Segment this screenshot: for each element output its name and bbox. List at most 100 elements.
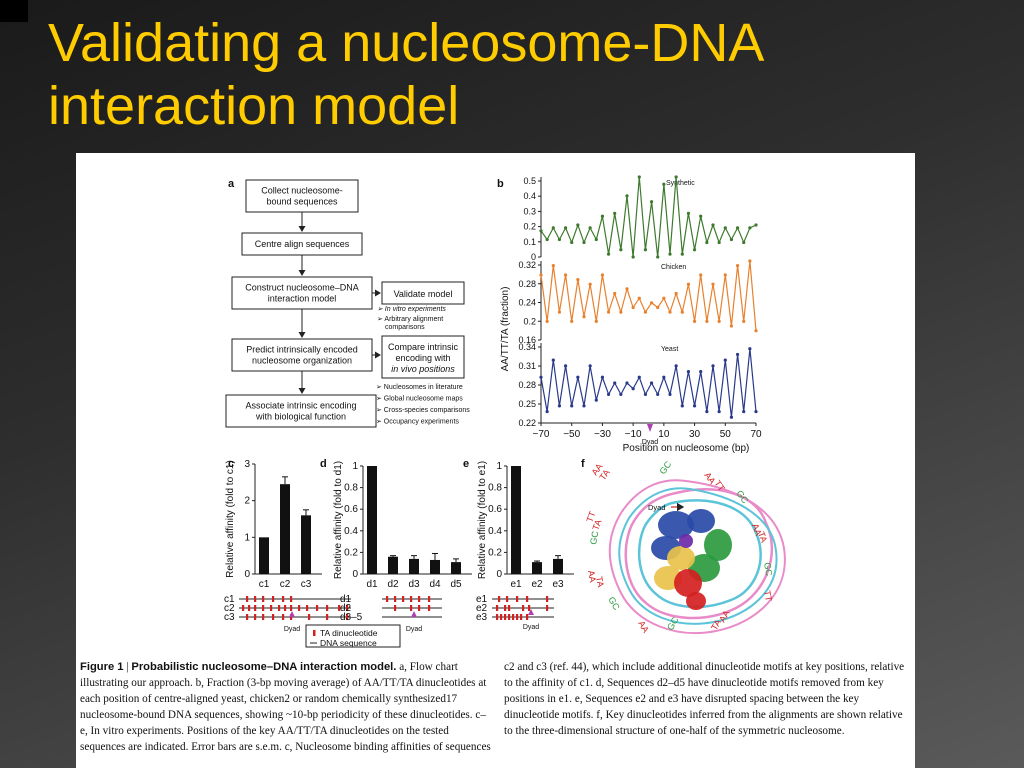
panel-d-tick-label: 0.2	[344, 547, 358, 558]
caption-left: Figure 1 | Probabilistic nucleosome–DNA …	[80, 659, 492, 755]
panel-b-dyad-label: Dyad	[642, 439, 658, 446]
yeast-point	[735, 352, 740, 357]
panel-f-motif-label: TA	[756, 530, 769, 544]
compare-box-line-2: encoding with	[395, 353, 450, 363]
chicken-tick-label: 0.32	[518, 260, 536, 270]
synthetic-point	[754, 223, 758, 227]
seq-ta-mark-e	[504, 614, 507, 620]
seq-ta-mark-e	[498, 596, 501, 602]
compare-bullet-4: ➢ Occupancy experiments	[376, 419, 459, 426]
panel-f-motif-label: TT	[584, 509, 597, 523]
panel-c-tick-label: 3	[244, 459, 250, 470]
yeast-tick-label: 0.25	[518, 399, 536, 409]
panel-b-x-tick-label: 30	[689, 429, 701, 440]
legend-ta-swatch	[313, 630, 316, 636]
synthetic-point	[563, 226, 568, 230]
synthetic-point	[576, 223, 580, 227]
panel-f-motif-label: AA	[750, 522, 764, 537]
panel-f-motif-label: AA	[586, 570, 598, 584]
synthetic-point	[680, 252, 684, 256]
synthetic-point	[631, 255, 635, 259]
validate-bullet-2: ➢ Arbitrary alignment	[377, 316, 443, 323]
flow-step-3-label: Construct nucleosome–DNA	[245, 283, 359, 293]
seq-ta-mark-e	[508, 614, 511, 620]
title-line-1: Validating a nucleosome-DNA	[48, 13, 765, 73]
histone-core-part	[686, 592, 706, 610]
panel-f-motif-label: TA	[709, 618, 723, 632]
chicken-point	[539, 273, 543, 277]
chicken-point	[570, 319, 574, 324]
dna-strand-pink	[624, 488, 774, 620]
seq-ta-mark-c	[290, 605, 293, 611]
chicken-point	[613, 291, 617, 296]
panel-e-bar-e1	[511, 466, 521, 574]
seq-ta-mark-c	[298, 605, 301, 611]
flow-step-1-label: Collect nucleosome-	[261, 186, 343, 196]
yeast-point	[637, 375, 641, 379]
panel-e-tick-label: 0.4	[488, 526, 502, 537]
panel-b-x-tick-label: −30	[594, 429, 611, 440]
chicken-point	[674, 291, 678, 296]
panel-e-tick-label: 1	[496, 461, 502, 472]
panel-d-ylabel: Relative affinity (fold to d1)	[333, 461, 344, 579]
seq-ta-mark-c	[346, 605, 349, 611]
synthetic-point	[606, 252, 611, 256]
panel-e-bar-e2	[532, 562, 542, 574]
panel-a-flowchart: a Collect nucleosome-bound sequencesCent…	[225, 178, 470, 428]
chicken-point	[729, 324, 734, 328]
seq-row-label-d: d1	[340, 594, 352, 605]
yeast-point	[674, 364, 678, 368]
histone-core-part	[658, 511, 694, 539]
chicken-point	[699, 273, 703, 277]
chicken-point	[600, 273, 605, 277]
yeast-point	[576, 375, 580, 379]
seq-ta-mark-e	[546, 596, 549, 602]
seq-ta-mark-c	[246, 614, 249, 620]
flow-step-5-box	[225, 394, 377, 428]
synthetic-point	[705, 240, 709, 245]
flow-step-2-label: Centre align sequences	[255, 239, 350, 249]
synthetic-point	[668, 252, 672, 256]
panel-e-tick-label: 0.6	[488, 504, 502, 515]
seq-ta-mark-e	[506, 596, 509, 602]
chicken-point	[742, 319, 746, 324]
yeast-tick-label: 0.22	[518, 418, 536, 428]
panel-d-tick-label: 0	[352, 569, 358, 580]
yeast-tick-label: 0.28	[518, 380, 536, 390]
validate-model-label: Validate model	[394, 289, 453, 299]
yeast-point	[723, 358, 727, 362]
yeast-point	[594, 398, 598, 402]
synthetic-point	[643, 248, 648, 252]
seq-ta-mark-e	[528, 605, 531, 611]
yeast-series-label: Yeast	[661, 346, 678, 353]
panel-d-cat-label: d4	[429, 579, 441, 590]
chicken-point	[582, 315, 586, 319]
panel-b-letter: b	[497, 178, 504, 190]
chicken-tick-label: 0.2	[523, 316, 536, 326]
yeast-point	[705, 409, 709, 414]
seq-row-label-e: e2	[476, 603, 488, 614]
synthetic-tick-label: 0	[531, 252, 536, 262]
flow-step-5-label: with biological function	[255, 412, 346, 422]
seq-ta-mark-d	[394, 596, 397, 602]
panel-f-motif-label: TT	[762, 590, 774, 603]
seq-ta-mark-e	[526, 614, 529, 620]
compare-box-line-1: Compare intrinsic	[388, 342, 459, 352]
yeast-point	[717, 409, 721, 414]
yeast-point	[557, 404, 562, 408]
synthetic-point	[551, 226, 555, 230]
panel-e-cat-label: e1	[510, 579, 522, 590]
panel-f-motif-label: TA	[590, 518, 603, 532]
panel-d-tick-label: 0.4	[344, 526, 358, 537]
seq-row-label-e: e1	[476, 594, 488, 605]
legend-dna-label: DNA sequence	[320, 638, 377, 648]
seq-ta-mark-e	[496, 605, 499, 611]
panel-e-tick-label: 0.8	[488, 483, 502, 494]
synthetic-point	[594, 237, 598, 242]
panel-b-x-tick-label: −70	[533, 429, 550, 440]
yeast-point	[545, 409, 549, 414]
validate-model-box	[381, 281, 465, 305]
histone-core-part	[667, 546, 695, 570]
seq-row-label-d: d3–5	[340, 612, 363, 623]
seq-ta-mark-c	[316, 605, 319, 611]
